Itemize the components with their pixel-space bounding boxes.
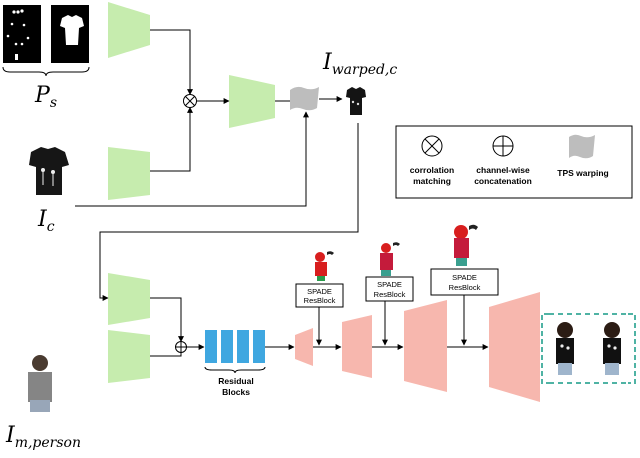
svg-text:SPADE: SPADE — [307, 287, 332, 296]
residual-line2: Blocks — [222, 387, 250, 397]
ic-label: Ic — [37, 207, 55, 235]
warped-cloth-encoder — [108, 273, 150, 325]
output-frame — [541, 313, 636, 384]
svg-text:SPADE: SPADE — [452, 273, 477, 282]
legend-correlation-line1: corrolation — [410, 165, 454, 175]
residual-brace — [204, 366, 266, 374]
decoder-stage-1 — [295, 328, 313, 366]
residual-block-1 — [205, 330, 217, 363]
ps-label: Ps — [34, 83, 57, 111]
person-encoder — [108, 330, 150, 383]
im-person-label: Im,person — [5, 423, 81, 451]
pose-map-thumbnail — [3, 5, 41, 63]
segmentation-map-3 — [454, 224, 478, 266]
spade-resblock-2 — [365, 276, 414, 302]
svg-text:ResBlock: ResBlock — [449, 283, 481, 292]
arrow-cloth-to-tps — [75, 111, 309, 207]
ps-brace — [2, 66, 90, 77]
residual-line1: Residual — [218, 376, 253, 386]
person-input-thumbnail — [28, 355, 52, 412]
tps-warping-icon — [290, 86, 319, 111]
svg-text:ResBlock: ResBlock — [304, 296, 336, 305]
concat-operator — [175, 341, 187, 353]
decoder-stage-3 — [404, 300, 447, 392]
output-person-1 — [556, 322, 574, 375]
arrow-cloth-enc-to-concat — [150, 297, 184, 343]
legend-correlation-icon — [421, 135, 443, 157]
residual-block-3 — [237, 330, 249, 363]
warped-cloth-thumbnail — [346, 87, 366, 115]
cloth-input-thumbnail — [29, 147, 69, 195]
matching-regressor — [229, 75, 275, 128]
output-person-2 — [603, 322, 621, 375]
cloth-encoder — [108, 147, 150, 200]
body-shape-mask-thumbnail — [51, 5, 89, 63]
decoder-stage-4 — [489, 292, 540, 402]
residual-block-2 — [221, 330, 233, 363]
segmentation-map-1 — [315, 251, 334, 281]
line-person-enc-to-concat — [150, 352, 182, 357]
legend-tps: TPS warping — [557, 168, 608, 178]
svg-text:SPADE: SPADE — [377, 280, 402, 289]
iwarped-label: Iwarped,c — [322, 50, 397, 78]
legend-concat-line1: channel-wise — [476, 165, 530, 175]
legend-correlation-line2: matching — [413, 176, 451, 186]
svg-text:ResBlock: ResBlock — [374, 290, 406, 299]
legend-concat-icon — [492, 135, 514, 157]
residual-block-4 — [253, 330, 265, 363]
arrow-pose-to-corr — [150, 29, 193, 96]
decoder-stage-2 — [342, 315, 372, 378]
correlation-operator — [183, 94, 197, 108]
pose-encoder — [108, 2, 150, 58]
arrow-warped-to-encoder — [99, 123, 359, 301]
arrow-cloth-to-corr — [150, 106, 193, 172]
legend-tps-icon — [569, 134, 595, 159]
spade-resblock-3 — [430, 268, 499, 296]
segmentation-map-2 — [380, 242, 400, 276]
legend-concat-line2: concatenation — [474, 176, 532, 186]
